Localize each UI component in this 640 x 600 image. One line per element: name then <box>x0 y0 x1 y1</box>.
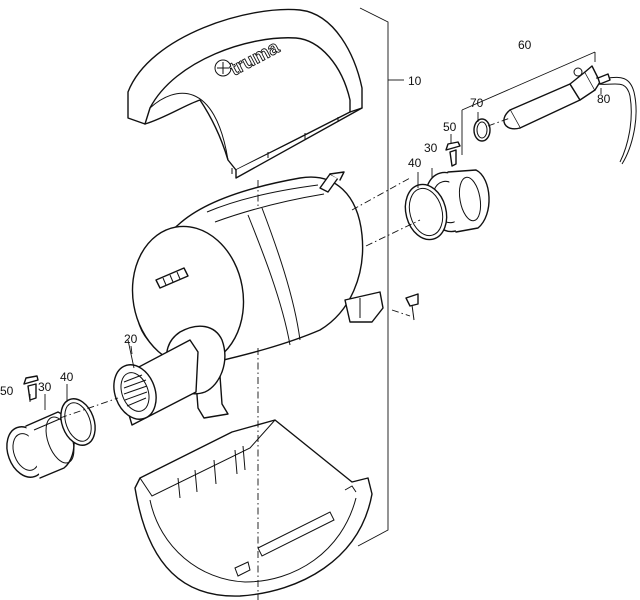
callout-30-left: 30 <box>38 380 52 394</box>
callout-10: 10 <box>408 74 422 88</box>
assembly-axes <box>59 117 511 600</box>
logo-emblem <box>214 59 232 77</box>
callout-40-right: 40 <box>408 156 422 170</box>
screw-50-left <box>23 375 39 401</box>
callout-40-left: 40 <box>60 370 74 384</box>
callout-80: 80 <box>597 92 611 106</box>
callout-labels: 10 20 30 30 40 40 50 50 60 70 80 <box>0 38 611 398</box>
left-flange-30 <box>6 411 75 479</box>
o-ring-70 <box>473 118 491 142</box>
heating-element-60 <box>503 65 637 165</box>
leader-lines <box>29 51 602 410</box>
assembly-bracket-10 <box>357 7 404 547</box>
screw-tank-mount <box>405 293 419 321</box>
top-cover-shell: truma <box>127 8 363 179</box>
left-seal-ring-40 <box>60 398 96 446</box>
callout-70: 70 <box>470 96 484 110</box>
screw-50-right <box>445 141 461 167</box>
callout-30-right: 30 <box>424 141 438 155</box>
callout-50-right: 50 <box>443 120 457 134</box>
callout-60: 60 <box>518 38 532 52</box>
callout-20: 20 <box>124 332 138 346</box>
callout-50-left: 50 <box>0 384 14 398</box>
bottom-cover-shell <box>134 419 373 597</box>
screw-80 <box>597 73 611 85</box>
fan-housing-20 <box>113 339 199 426</box>
right-seal-ring-40 <box>404 183 448 241</box>
